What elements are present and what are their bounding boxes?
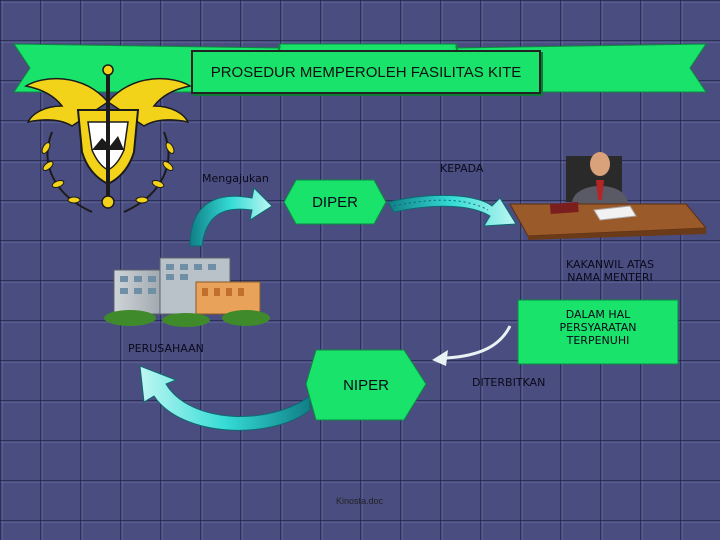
customs-emblem-icon [23, 64, 193, 213]
kepada-label: KEPADA [440, 162, 484, 175]
condition-box [517, 299, 679, 365]
official-at-desk-icon [510, 152, 706, 240]
page-title-text: PROSEDUR MEMPEROLEH FASILITAS KITE [210, 63, 522, 81]
arrow-to-diper [189, 186, 273, 247]
mengajukan-label: Mengajukan [202, 172, 269, 185]
diper-box [283, 179, 387, 225]
document-name: Kinosta.doc [336, 496, 384, 506]
niper-label: NIPER [343, 376, 389, 394]
diterbitkan-label: DITERBITKAN [472, 376, 546, 389]
kakanwil-line-1: KAKANWIL ATAS [565, 258, 655, 271]
arrow-to-niper-head [432, 350, 448, 366]
niper-box [305, 349, 427, 421]
arrow-to-kakanwil [387, 194, 517, 227]
kakanwil-line-2: NAMA MENTERI [567, 271, 653, 284]
condition-line-3: TERPENUHI [566, 334, 630, 347]
condition-line-1: DALAM HAL [565, 308, 631, 321]
page-title: PROSEDUR MEMPEROLEH FASILITAS KITE [191, 50, 541, 94]
condition-line-2: PERSYARATAN [559, 321, 637, 334]
perusahaan-label: PERUSAHAAN [128, 342, 204, 355]
company-building-icon [104, 257, 270, 327]
kakanwil-label: KAKANWIL ATAS NAMA MENTERI [540, 258, 680, 284]
diper-label: DIPER [312, 193, 358, 211]
condition-label: DALAM HAL PERSYARATAN TERPENUHI [518, 308, 678, 347]
arrow-to-perusahaan [139, 365, 311, 431]
arrow-to-niper [445, 325, 512, 360]
